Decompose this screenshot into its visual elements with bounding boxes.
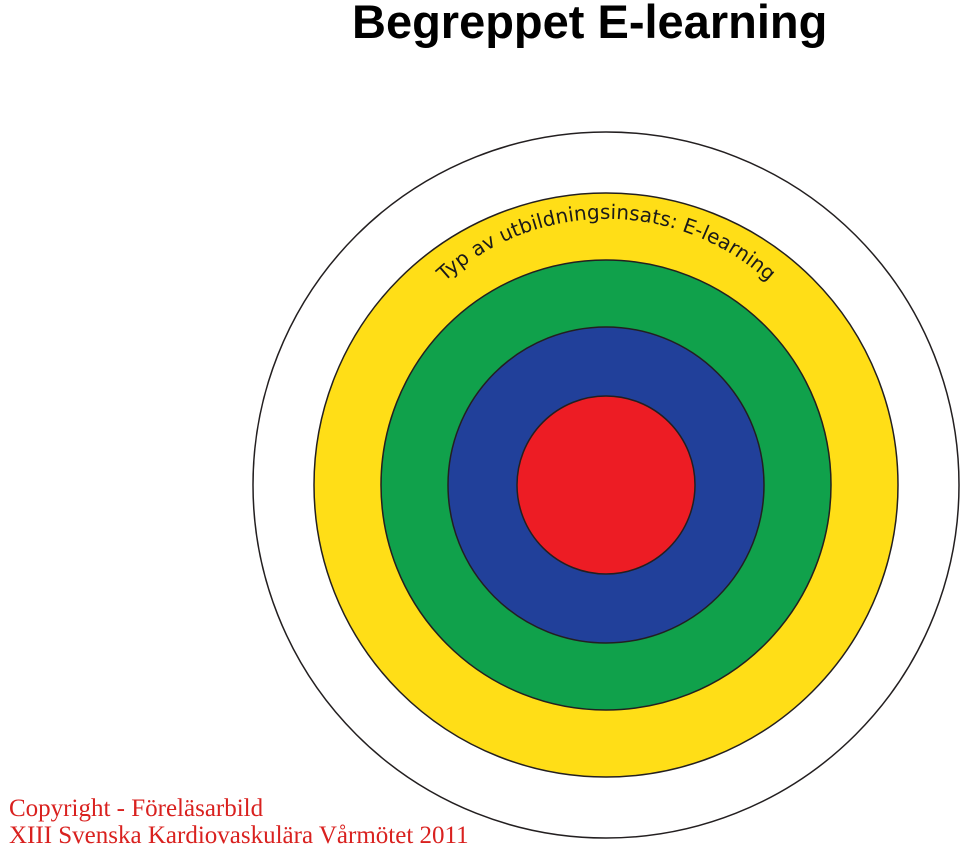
copyright-line: Copyright - Föreläsarbild: [9, 795, 264, 822]
red-center: [516, 395, 696, 575]
page-title: Begreppet E-learning: [352, 0, 828, 48]
event-line: XIII Svenska Kardiovaskulära Vårmötet 20…: [9, 822, 469, 849]
copyright-notice: Copyright - Föreläsarbild XIII Svenska K…: [9, 795, 469, 849]
